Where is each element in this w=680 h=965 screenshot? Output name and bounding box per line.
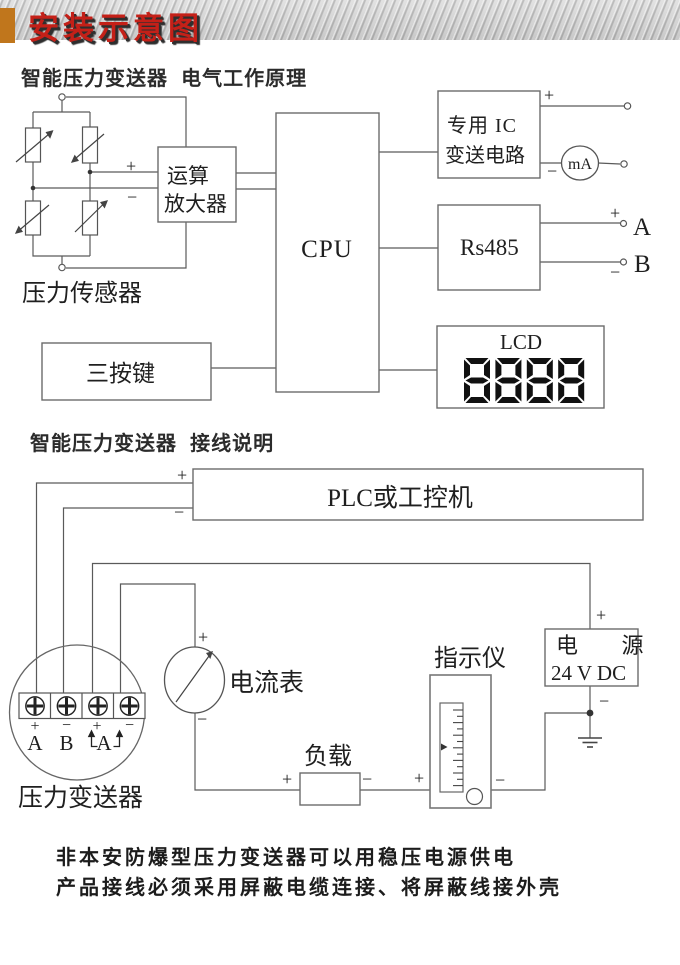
bridge-plus-sign: +	[126, 156, 136, 176]
variable-resistor-arrows	[14, 130, 108, 234]
ma-meter-icon	[560, 145, 600, 181]
transmitter: + − + − A B A 压力变送器	[8, 644, 146, 812]
ic-label-2: 变送电路	[445, 144, 525, 167]
ic-minus-sign: −	[547, 161, 557, 181]
keys-box: 三按键	[41, 342, 212, 401]
plus-tap-node	[87, 169, 93, 175]
bridge-minus-sign: −	[127, 187, 137, 207]
rs485-a-terminal	[619, 219, 628, 228]
terminal-sign-4: −	[125, 717, 134, 734]
plc-minus-sign: −	[174, 502, 184, 522]
orange-accent-block	[0, 8, 15, 43]
indicator-label: 指示仪	[434, 645, 506, 672]
load-minus-sign: −	[362, 769, 372, 789]
terminal-label-a2: A	[96, 731, 112, 755]
transmitter-label: 压力变送器	[18, 784, 143, 812]
lcd-box: LCD	[436, 325, 605, 409]
cpu-box: CPU	[275, 112, 380, 393]
ammeter-dial-icon	[163, 646, 226, 714]
power-box	[544, 628, 639, 687]
current-out-plus-terminal	[623, 102, 632, 110]
ammeter-minus-sign: −	[197, 709, 207, 729]
indicator-plus-sign: +	[414, 768, 424, 788]
plc-plus-sign: +	[177, 465, 187, 485]
section1-title: 智能压力变送器 电气工作原理	[21, 68, 308, 90]
load-box: 负载 + −	[282, 743, 372, 806]
terminal-sign-2: −	[62, 717, 71, 734]
junction-dot	[586, 709, 594, 717]
ammeter-label: 电流表	[229, 669, 304, 697]
ground-icon	[578, 737, 602, 748]
bridge-bottom-terminal	[58, 263, 66, 272]
plc-box: PLC或工控机 + −	[174, 465, 644, 522]
minus-tap-node	[30, 185, 36, 191]
rs485-box: Rs485 + − A B	[437, 203, 651, 291]
keys-label: 三按键	[86, 361, 155, 386]
lcd-label: LCD	[500, 330, 542, 354]
ic-plus-sign: +	[544, 85, 554, 105]
load-plus-sign: +	[282, 769, 292, 789]
terminal-sign-3: +	[92, 718, 101, 735]
indicator-adjust-knob-icon	[465, 787, 484, 806]
opamp-box: 运算 放大器	[157, 146, 237, 223]
load-label: 负载	[304, 743, 352, 770]
loop-bracket-icons	[87, 729, 124, 748]
lcd-digits	[464, 358, 585, 403]
power-plus-sign: +	[596, 605, 606, 625]
note-line-1: 非本安防爆型压力变送器可以用稳压电源供电	[56, 847, 516, 869]
ammeter: + − 电流表	[163, 627, 304, 729]
note-line-2: 产品接线必须采用屏蔽电缆连接、将屏蔽线接外壳	[56, 877, 562, 899]
strain-resistors	[24, 126, 99, 236]
indicator-ticks	[453, 709, 463, 787]
section2-title: 智能压力变送器 接线说明	[30, 433, 275, 455]
terminal-label-a: A	[27, 731, 43, 755]
ic-circuit-box: 专用 IC 变送电路 + − mA	[437, 85, 632, 181]
opamp-label-1: 运算	[167, 164, 209, 188]
rs485-label: Rs485	[460, 235, 519, 260]
page-title: 安装示意图	[28, 11, 203, 46]
terminal-sign-1: +	[30, 718, 39, 735]
pressure-bridge: + − 压力传感器	[14, 93, 142, 307]
terminal-screws	[25, 696, 140, 716]
ammeter-needle-icon	[206, 651, 213, 659]
cpu-label: CPU	[301, 236, 353, 263]
ic-label-1: 专用 IC	[447, 114, 517, 137]
terminal-label-b: B	[59, 731, 73, 755]
out-b-label: B	[634, 251, 651, 278]
rs485-b-terminal	[619, 258, 628, 266]
out-a-label: A	[633, 214, 651, 241]
current-out-minus-terminal	[620, 160, 628, 168]
power-supply: 电 源 24 V DC + −	[544, 605, 663, 748]
sensor-label: 压力传感器	[22, 280, 142, 307]
rs485-minus-sign: −	[610, 262, 620, 282]
rs485-plus-sign: +	[610, 203, 620, 223]
indicator-minus-sign: −	[495, 770, 505, 790]
section2-wires	[35, 482, 591, 791]
power-label-1: 电 源	[556, 633, 663, 658]
header-banner: 安装示意图	[0, 0, 680, 46]
ma-meter-label: mA	[568, 156, 592, 173]
ammeter-plus-sign: +	[198, 627, 208, 647]
power-minus-sign: −	[599, 691, 609, 711]
power-label-2: 24 V DC	[551, 661, 626, 685]
plc-label: PLC或工控机	[327, 484, 473, 512]
opamp-label-2: 放大器	[164, 192, 227, 216]
indicator: 指示仪 + −	[414, 645, 506, 809]
bridge-top-terminal	[58, 93, 66, 101]
indicator-pointer-icon	[441, 743, 448, 751]
